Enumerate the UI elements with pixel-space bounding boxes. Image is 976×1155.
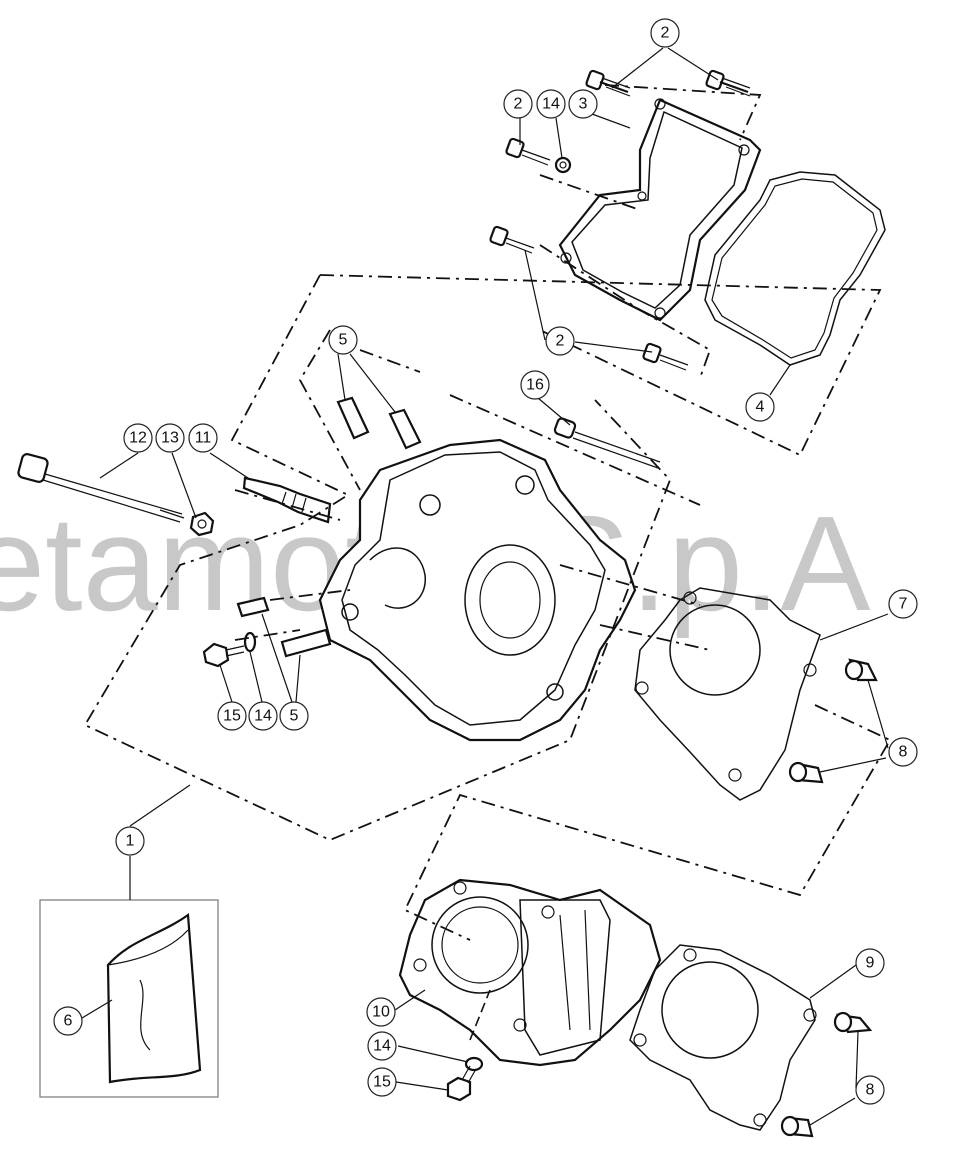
- svg-text:15: 15: [373, 1074, 391, 1091]
- callout-4: 4: [745, 392, 775, 422]
- head-gasket-7: [634, 587, 821, 801]
- assembly-outlines: [83, 84, 892, 1041]
- dowel-8-lower-bottom: [780, 1115, 814, 1138]
- svg-text:5: 5: [290, 708, 299, 725]
- callout-12: 12: [123, 423, 153, 453]
- callout-14-top: 14: [536, 89, 566, 119]
- bolt-2-top-left: [585, 69, 631, 97]
- svg-text:7: 7: [899, 596, 908, 613]
- cylinder-block: [398, 878, 662, 1067]
- svg-text:14: 14: [254, 708, 272, 725]
- washer-14-left: [243, 631, 257, 653]
- callout-14-left: 14: [248, 701, 278, 731]
- svg-text:4: 4: [756, 399, 765, 416]
- callout-1: 1: [115, 826, 145, 856]
- bolt-2-lower-left: [489, 225, 535, 254]
- svg-text:13: 13: [161, 430, 179, 447]
- callout-9: 9: [855, 948, 885, 978]
- long-bolt-12: [17, 453, 185, 523]
- stud-5-bottom-b: [280, 628, 332, 658]
- callout-6: 6: [53, 1006, 83, 1036]
- callout-5-top: 5: [328, 325, 358, 355]
- dowel-8-middle: [788, 761, 824, 784]
- callout-7: 7: [888, 589, 918, 619]
- washer-14-top: [554, 156, 572, 174]
- callout-15-bottom: 15: [367, 1067, 397, 1097]
- callout-2-left: 2: [503, 89, 533, 119]
- leader-lines: [81, 47, 889, 1126]
- callout-3: 3: [568, 89, 598, 119]
- callout-10: 10: [366, 997, 396, 1027]
- callout-5-bottom: 5: [279, 701, 309, 731]
- base-gasket-9: [629, 944, 817, 1131]
- callout-2-bottom: 2: [545, 326, 575, 356]
- svg-text:2: 2: [514, 96, 523, 113]
- svg-text:11: 11: [195, 430, 212, 447]
- stud-5-bottom-a: [236, 596, 270, 618]
- svg-text:2: 2: [556, 333, 565, 350]
- dowel-8-lower-upper: [833, 1011, 873, 1034]
- callout-2-top: 2: [650, 18, 680, 48]
- bolt-15-left: [202, 642, 245, 668]
- sealant-pouch-6: [106, 912, 202, 1084]
- svg-text:12: 12: [129, 430, 147, 447]
- callout-8-middle: 8: [888, 737, 918, 767]
- stud-5-top-a: [336, 396, 370, 440]
- svg-text:14: 14: [373, 1038, 391, 1055]
- svg-text:10: 10: [372, 1004, 390, 1021]
- svg-text:5: 5: [339, 332, 348, 349]
- svg-text:8: 8: [899, 744, 908, 761]
- svg-text:15: 15: [223, 708, 241, 725]
- svg-text:1: 1: [126, 833, 135, 850]
- svg-text:6: 6: [64, 1013, 73, 1030]
- svg-text:2: 2: [661, 25, 670, 42]
- callout-16: 16: [520, 370, 550, 400]
- callout-8-bottom: 8: [855, 1075, 885, 1105]
- stud-5-top-b: [388, 408, 422, 450]
- bolt-16: [553, 417, 661, 469]
- bolt-2-left: [505, 137, 551, 166]
- valve-cover: [558, 98, 762, 322]
- svg-text:9: 9: [866, 955, 875, 972]
- bolt-15-bottom: [446, 1065, 477, 1102]
- svg-text:16: 16: [526, 377, 544, 394]
- callout-14-bottom: 14: [367, 1031, 397, 1061]
- callout-11: 11: [188, 423, 218, 453]
- svg-text:14: 14: [542, 96, 560, 113]
- callout-15-left: 15: [217, 701, 247, 731]
- nut-13: [189, 511, 215, 537]
- svg-text:8: 8: [866, 1082, 875, 1099]
- bolt-2-bottom: [642, 342, 689, 371]
- callout-13: 13: [155, 423, 185, 453]
- svg-text:3: 3: [579, 96, 588, 113]
- cylinder-head: [318, 438, 637, 742]
- valve-cover-gasket: [704, 171, 886, 366]
- dowel-8-upper: [844, 658, 878, 682]
- inset-box: [39, 899, 219, 1098]
